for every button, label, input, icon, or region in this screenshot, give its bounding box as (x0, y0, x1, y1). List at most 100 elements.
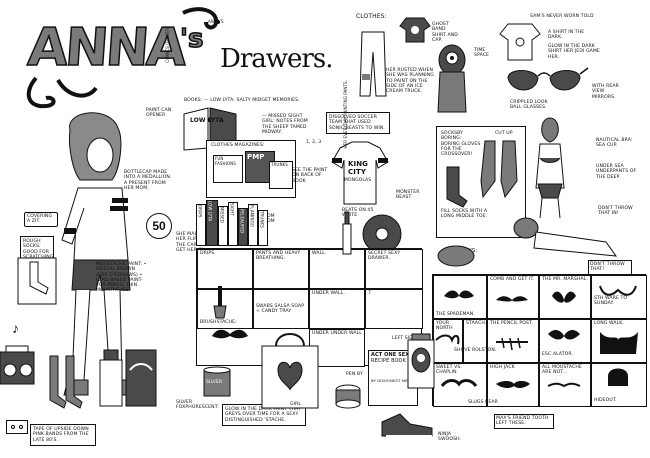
title-block: ANNA 's Drawers. COMICS OF KISTE ANNA'S (18, 7, 338, 109)
dont-throw-label: DON'T THROW THAT IN! (598, 206, 633, 217)
sams-never-worn-label: SAM'S NEVER WORN TOLD (530, 14, 594, 19)
drawer-drips[interactable]: DRIPS (197, 249, 253, 289)
grid-spademan[interactable]: THE SPADEMAN. (433, 275, 487, 319)
open-book (183, 107, 237, 151)
socks-gloves-panel: SOCKSBY BORING: BORING GLOVES FOR THE CR… (436, 126, 526, 238)
grid-escalator[interactable]: ESC.ALATOR. (539, 319, 591, 363)
spine-7: TRUNKS (258, 210, 268, 246)
missed-sight-label: — MISSED SIGHT GIRL: NOTES FROM THE SHEE… (262, 114, 308, 135)
ninja-swoosh-label: NINJA SWOOSH. (438, 432, 462, 443)
cyclops-figure (437, 44, 467, 113)
title-credit: COMICS OF KISTE (165, 26, 170, 63)
shirt-text-2: CITY (348, 168, 366, 176)
sock-drawing (17, 257, 57, 305)
paint-can-opener-label: PAINT CAN OPENER (146, 108, 172, 119)
title-suffix: 's (179, 23, 204, 55)
drawer-under-wall[interactable]: UNDER WALL. (309, 289, 365, 329)
spine-1: DRIPS (196, 204, 206, 246)
dont-throw-sign: DON'T THROW THAT! (588, 260, 632, 275)
lying-figure (513, 217, 618, 257)
grid-sunday[interactable]: STH WARE TO SUNDAY. (591, 275, 647, 319)
spine-4: SIGHT (228, 202, 238, 246)
silver-label: SILVER FOXPHORESCENT: (176, 400, 219, 411)
title-anna: ANNA (25, 17, 186, 79)
drawer-swabs[interactable]: SWABS SALSA SOAP + CANDY TRAY (253, 289, 309, 329)
clothes-magazines-panel: CLOTHES MAGAZINES: FUN FASHIONS PMP TRUN… (206, 140, 296, 198)
glasses-label: CRIPPLED LOOK BALL GLASSES. (510, 100, 548, 111)
bottlecap-label: BOTTLECAP MADE INTO A MEDALLION. A PRESE… (124, 170, 172, 191)
penguin-jar (407, 333, 435, 389)
spine-3: MISSED (218, 206, 228, 246)
grid-handlebar[interactable]: YOUR NORTH (433, 319, 463, 363)
sunglasses-drawing (507, 67, 589, 91)
rusted-label: HER RUSTED WHEN SHE WAS PLANNING TO PAIN… (386, 68, 434, 95)
glow-caption: GLOW IN THE DARK PAINT THAT GREYS OVER T… (222, 404, 306, 426)
under-sea-label: UNDER SEA UNDERPANTS OF THE DEEP. (596, 164, 637, 180)
bikini-figure (535, 117, 565, 219)
paint-note-label: SEE THE PAINT ON BACK OF BOOK (292, 168, 328, 184)
monster-beast-label: MONSTER BEAST (396, 190, 420, 201)
book-low-lyta: LOW LYTA (190, 117, 224, 124)
book-spines: DRIPS LOW LYTA MISSED SIGHT PELEAUFED FL… (196, 200, 306, 246)
magazine-fun: FUN FASHIONS (213, 155, 243, 183)
jeans-drawing (359, 31, 387, 97)
drawer-wall[interactable]: WALL. (309, 249, 365, 289)
grid-comb[interactable]: COMB AND GET IT. (487, 275, 539, 319)
clothes-magazines-header: CLOTHES MAGAZINES: (211, 143, 265, 148)
rear-view-label: WITH REAR VIEW MIRRORS. (592, 84, 619, 100)
shirt-text-1: KING (348, 160, 369, 168)
drawer-seven[interactable]: 7 (365, 289, 423, 329)
cassette-icon (6, 420, 28, 434)
bottle-icon (342, 211, 352, 255)
book-left-side-label: LEFT SIDE (392, 336, 416, 341)
shove-rolston-label: SHOVE ROLSTON. (454, 348, 497, 353)
shirt-text-3: MONGOLAS (344, 178, 372, 183)
moustache-paint-label: MOUSTACHE PAINT: • GOTEAL BROWN (FOR EYE… (96, 262, 147, 294)
spine-2: LOW LYTA (206, 200, 218, 246)
mustache-shapes (435, 285, 638, 388)
recipe-book-sub: RECIPE BOOK (371, 357, 406, 364)
painting-pants-label: HER EVERYDAY PAINTING PANTS. (343, 80, 348, 149)
drawer-pants[interactable]: PANTS AND HEAVY BREATHING. (253, 249, 309, 289)
shelf-wig-icon (437, 245, 475, 267)
music-note-icon: ♪ (12, 320, 19, 336)
clothes-header: CLOTHES: (356, 13, 387, 20)
shirt-in-dark-label: A SHIRT IN THE DARK. (548, 30, 585, 41)
covering-zit-label: COVERING A ZIT. (24, 212, 58, 227)
title-small: ANNA'S (208, 19, 224, 24)
drawer-secret[interactable]: SECRET SEXY DRAWER. (365, 249, 423, 289)
max-friend-label: MAX'S FRIEND TOOTH LEFT THESE. (494, 414, 554, 429)
sneakers (381, 413, 433, 437)
socks-boring-label: SOCKSBY BORING: BORING GLOVES FOR THE CR… (441, 131, 481, 158)
grid-staach[interactable]: STAACH. (463, 319, 487, 363)
paint-cans (99, 349, 157, 407)
gloves-drawing (480, 140, 518, 199)
tentacle-decoration (26, 7, 220, 109)
cut-up-label: CUT UP (495, 131, 513, 136)
recipe-book-title: ACT ONE SEXY (371, 352, 413, 358)
pen-label: PEN BY (346, 372, 363, 377)
ghost-shirt-drawing (399, 17, 431, 43)
spine-5: PELEAUFED (238, 208, 248, 246)
dissolved-soccer-label: DISSOLVED SOCCER TEAM THAT USED SONIC BE… (326, 112, 390, 134)
time-space-label: TIME SPACE (474, 48, 490, 59)
ghost-shirt-label: GHOST BAND SHIRT AND CAP. (432, 22, 458, 43)
medallion-number: 50 (152, 219, 166, 233)
fill-socks-label: FILL SOCKS WITH A LONG MIDDLE TOE. (441, 209, 488, 220)
striped-sock (446, 166, 468, 208)
glow-shirt-label: GLOW IN THE DARK SHIRT HER JEDI GAME HER… (548, 44, 600, 60)
paint-pail (203, 366, 231, 397)
shopping-bag (261, 333, 319, 409)
grid-marshal[interactable]: THE MR. MARSHAL. (539, 275, 591, 319)
title-drawers: Drawers. (220, 44, 333, 74)
magazine-trunks: TRUNKS (269, 161, 293, 189)
books-header: BOOKS: — LOW LYTA: SALTY MIDGET MEMORIES… (184, 98, 300, 103)
bag-label: GIRL (290, 402, 302, 407)
mustache-drawing (212, 329, 248, 339)
tape-spool (335, 384, 361, 409)
spine-6: FLAMINGO (248, 204, 258, 246)
she-made-cap-label: SHE MADE HER FLIP THE CAP TO GET HER IN. (176, 232, 206, 253)
slug-bear-label: SLUGS BEAR (468, 400, 498, 405)
recipe-book-by: BY DISHONEST MIND (371, 377, 413, 383)
tshirt-drawing (499, 23, 541, 61)
